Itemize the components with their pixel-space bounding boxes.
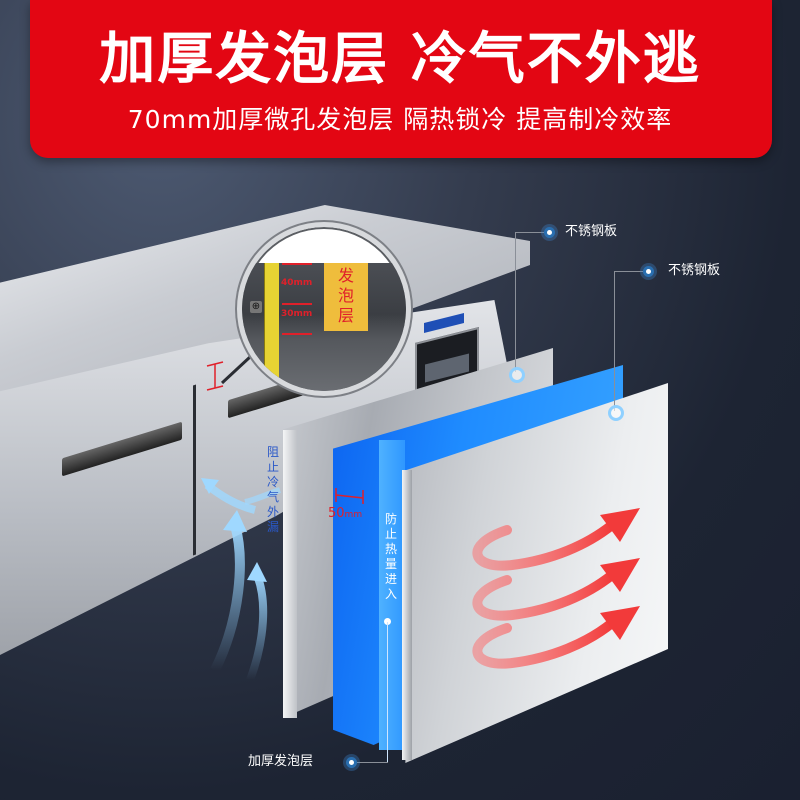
measuring-tape [264,263,279,383]
callout-anchor-3 [384,618,391,625]
header-banner [30,0,772,158]
magnifier-lens: ⊕ 40mm 30mm 发泡层 [237,222,411,396]
cold-block-label: 阻止冷气外漏 [266,445,279,534]
callout-anchor-2 [608,405,624,421]
thickness-50-label: 50mm [328,506,362,521]
callout-line-1 [515,232,516,372]
callout-dot-2 [643,266,654,277]
thickness-50-marker-icon [335,488,364,504]
subheadline: 70mm加厚微孔发泡层 隔热锁冷 提高制冷效率 [127,105,673,134]
callout-dot-3 [346,757,357,768]
dim-label-top: 40mm [281,278,313,288]
callout-line-2-h [614,271,647,272]
callout-steel-panel-2: 不锈钢板 [668,263,721,278]
thickness-marker-icon [206,361,224,391]
dim-line-mid [282,303,312,305]
thickness-value: 50 [328,506,345,521]
screw-icon: ⊕ [250,301,262,313]
heat-block-label: 防止热量进入 [384,512,397,601]
heat-arrows-icon [472,508,640,669]
steel-panel-inner-edge [283,430,297,718]
thickness-unit: mm [344,510,363,520]
cold-air-arrows-icon [201,478,281,680]
callout-line-3-h [356,762,388,763]
foam-tag-text: 发泡层 [337,266,354,325]
callout-foam-layer: 加厚发泡层 [248,754,314,769]
callout-line-3 [387,622,388,763]
callout-anchor-1 [509,367,525,383]
callout-line-1-h [515,232,548,233]
dim-line-top [282,263,312,265]
headline: 加厚发泡层 冷气不外逃 [99,27,701,92]
dim-line-bottom [282,333,312,335]
callout-steel-panel-1: 不锈钢板 [565,224,618,239]
callout-line-2 [614,271,615,411]
dim-label-bottom: 30mm [281,309,313,319]
magnified-cross-section: ⊕ 40mm 30mm 发泡层 [242,263,406,391]
callout-dot-1 [544,227,555,238]
foam-tag: 发泡层 [324,263,368,331]
steel-panel-outer-edge [402,470,412,760]
foam-layer-side [379,440,405,750]
